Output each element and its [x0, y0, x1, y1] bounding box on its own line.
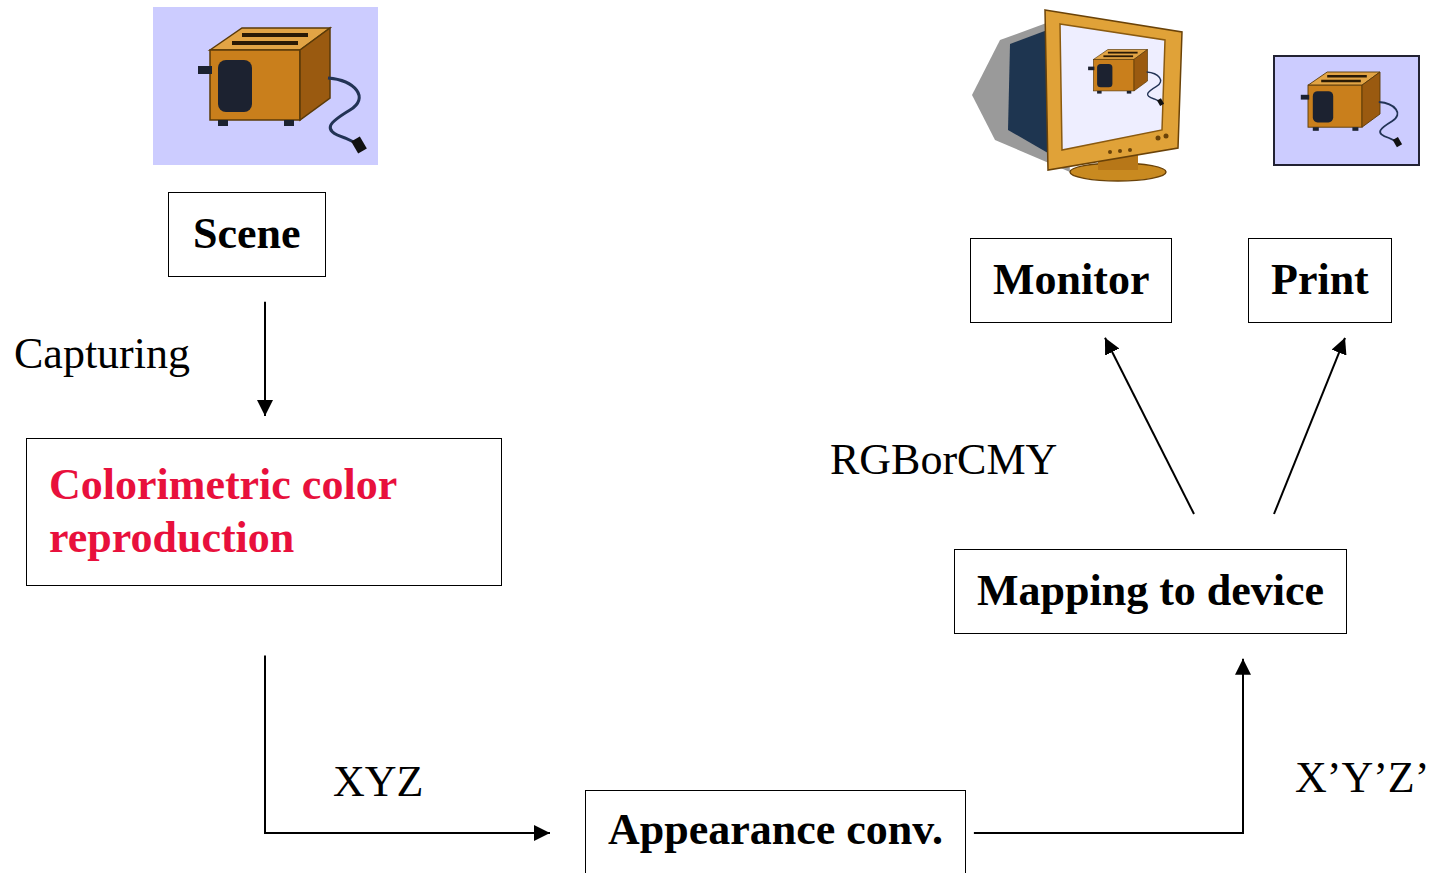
device-box: Monitor — [970, 238, 1172, 323]
edge-label: RGBorCMY — [830, 434, 1057, 487]
box-label: Colorimetric color reproduction — [49, 459, 479, 565]
scene-toaster — [198, 28, 367, 154]
process-box: Colorimetric color reproduction — [26, 438, 502, 586]
box-label: Monitor — [993, 254, 1149, 307]
edge-label: XYZ — [333, 756, 423, 809]
device-box: Print — [1248, 238, 1392, 323]
flow-arrow — [264, 302, 266, 416]
edge-label: X’Y’Z’ — [1295, 752, 1429, 805]
box-label: Scene — [193, 208, 301, 261]
print-toaster — [1301, 72, 1402, 147]
flow-arrow — [265, 656, 550, 833]
box-label: Print — [1271, 254, 1369, 307]
flow-arrow — [974, 659, 1243, 833]
process-box: Mapping to device — [954, 549, 1347, 634]
scene-background — [153, 7, 378, 165]
process-box: Appearance conv. — [585, 790, 966, 873]
print-picture — [1274, 56, 1419, 165]
monitor-icon — [972, 10, 1182, 181]
process-box: Scene — [168, 192, 326, 277]
flow-arrow — [1274, 338, 1345, 514]
edge-label: Capturing — [14, 328, 190, 381]
box-label: Mapping to device — [977, 565, 1324, 618]
flow-arrow — [1105, 338, 1194, 514]
box-label: Appearance conv. — [608, 804, 943, 857]
